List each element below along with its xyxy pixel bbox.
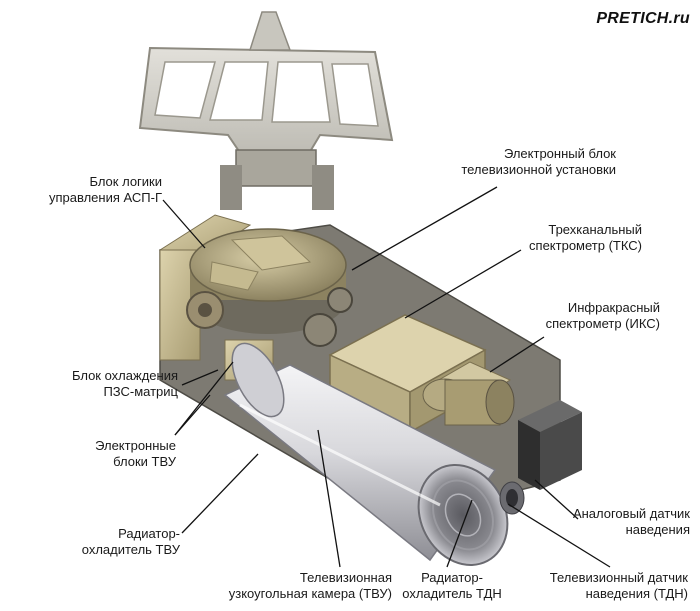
label-logic-block-line2: управления АСП-Г: [48, 190, 162, 205]
label-iks-line1: Инфракрасный: [567, 300, 660, 315]
label-tvu-electronics: Электронные блоки ТВУ: [95, 438, 176, 470]
leader-tv-electronics: [351, 186, 498, 271]
label-tv-electronics-line1: Электронный блок: [503, 146, 616, 161]
label-tv-sensor-line1: Телевизионный датчик: [549, 570, 688, 585]
label-tks: Трехканальный спектрометр (ТКС): [529, 222, 642, 254]
label-tv-camera-line2: узкоугольная камера (ТВУ): [228, 586, 392, 601]
label-tvu-electronics-line1: Электронные: [95, 438, 176, 453]
tv-sensor-unit: [499, 481, 525, 515]
label-tv-sensor: Телевизионный датчик наведения (ТДН): [550, 570, 688, 602]
label-tks-line1: Трехканальный: [548, 222, 642, 237]
leader-tv-sensor: [507, 503, 611, 568]
label-tvu-radiator: Радиатор- охладитель ТВУ: [82, 526, 180, 558]
label-logic-block-line1: Блок логики: [89, 174, 162, 189]
label-tv-electronics-line2: телевизионной установки: [461, 162, 616, 177]
label-ccd-cooling: Блок охлаждения ПЗС-матриц: [72, 368, 178, 400]
tv-camera-cylinder: [223, 342, 509, 566]
leader-tvu-electronics-2: [174, 361, 234, 436]
label-tv-sensor-line2: наведения (ТДН): [585, 586, 688, 601]
leader-ccd-cooling: [181, 369, 219, 386]
iks-unit: [422, 361, 515, 426]
leader-iks: [489, 336, 545, 373]
label-iks: Инфракрасный спектрометр (ИКС): [546, 300, 660, 332]
drive-mechanics: [186, 287, 353, 347]
label-analog-sensor-line2: наведения: [625, 522, 690, 537]
site-watermark: PRETICH.ru: [596, 10, 690, 27]
label-tdn-radiator: Радиатор- охладитель ТДН: [402, 570, 502, 602]
label-tv-camera-line1: Телевизионная: [299, 570, 392, 585]
label-tv-camera: Телевизионная узкоугольная камера (ТВУ): [229, 570, 392, 602]
label-analog-sensor: Аналоговый датчик наведения: [573, 506, 690, 538]
label-tvu-electronics-line2: блоки ТВУ: [113, 454, 176, 469]
label-tks-line2: спектрометр (ТКС): [529, 238, 642, 253]
leader-tvu-radiator: [181, 453, 259, 534]
label-ccd-cooling-line1: Блок охлаждения: [71, 368, 178, 383]
label-tvu-radiator-line2: охладитель ТВУ: [81, 542, 180, 557]
rotating-disk: [189, 228, 347, 334]
scan-platform-frame: [138, 11, 394, 210]
leader-logic-block: [162, 199, 206, 249]
label-logic-block: Блок логики управления АСП-Г: [49, 174, 162, 206]
label-ccd-cooling-line2: ПЗС-матриц: [103, 384, 178, 399]
leader-tv-camera: [317, 429, 341, 568]
label-iks-line2: спектрометр (ИКС): [545, 316, 660, 331]
leader-tdn-radiator: [446, 499, 473, 568]
leader-lines: [162, 186, 611, 568]
leader-analog-sensor: [534, 479, 579, 520]
leader-tks: [404, 249, 522, 319]
label-analog-sensor-line1: Аналоговый датчик: [572, 506, 690, 521]
analog-sensor-box: [518, 400, 582, 490]
label-tdn-radiator-line1: Радиатор-: [421, 570, 483, 585]
label-tdn-radiator-line2: охладитель ТДН: [402, 586, 502, 601]
label-tvu-radiator-line1: Радиатор-: [118, 526, 180, 541]
label-tv-electronics-block: Электронный блок телевизионной установки: [461, 146, 616, 178]
